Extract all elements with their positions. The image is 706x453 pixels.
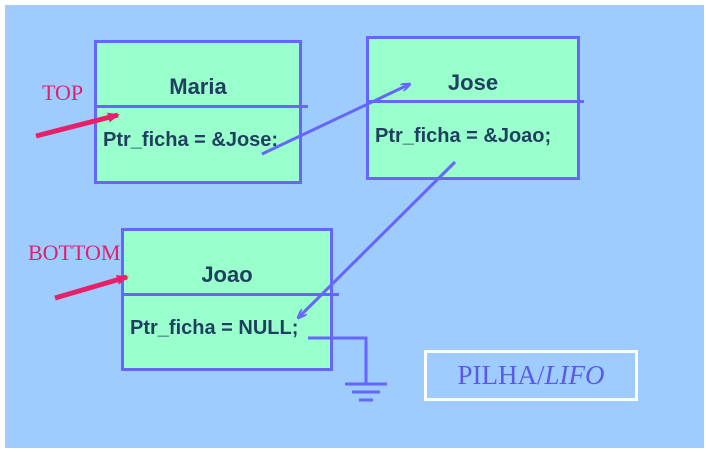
top-pointer-arrow <box>35 112 120 139</box>
stack-caption: PILHA/LIFO <box>424 350 638 401</box>
node-joao-name: Joao <box>201 262 253 287</box>
bottom-label: BOTTOM <box>28 240 121 265</box>
node-maria-name: Maria <box>169 74 227 99</box>
node-jose-name: Jose <box>447 70 499 95</box>
node-maria-divider <box>94 105 308 108</box>
node-jose-divider <box>366 100 584 103</box>
link-maria-to-jose-arrow <box>261 84 410 156</box>
caption-main-text: PILHA/ <box>457 360 545 390</box>
node-joao: Joao Ptr_ficha = NULL; <box>121 228 339 371</box>
link-jose-to-joao-arrow <box>298 160 457 318</box>
top-label: TOP <box>42 80 84 105</box>
node-joao-divider <box>121 293 339 296</box>
null-link-line <box>308 336 368 383</box>
null-ground-icon <box>345 382 387 402</box>
node-maria: Maria Ptr_ficha = &Jose; <box>94 40 308 184</box>
bottom-pointer-arrow <box>54 274 129 301</box>
node-maria-pointer: Ptr_ficha = &Jose; <box>103 129 279 151</box>
caption-italic-text: LIFO <box>544 360 605 390</box>
node-jose: Jose Ptr_ficha = &Joao; <box>366 36 584 180</box>
node-jose-pointer: Ptr_ficha = &Joao; <box>375 125 552 147</box>
node-joao-pointer: Ptr_ficha = NULL; <box>130 317 299 339</box>
